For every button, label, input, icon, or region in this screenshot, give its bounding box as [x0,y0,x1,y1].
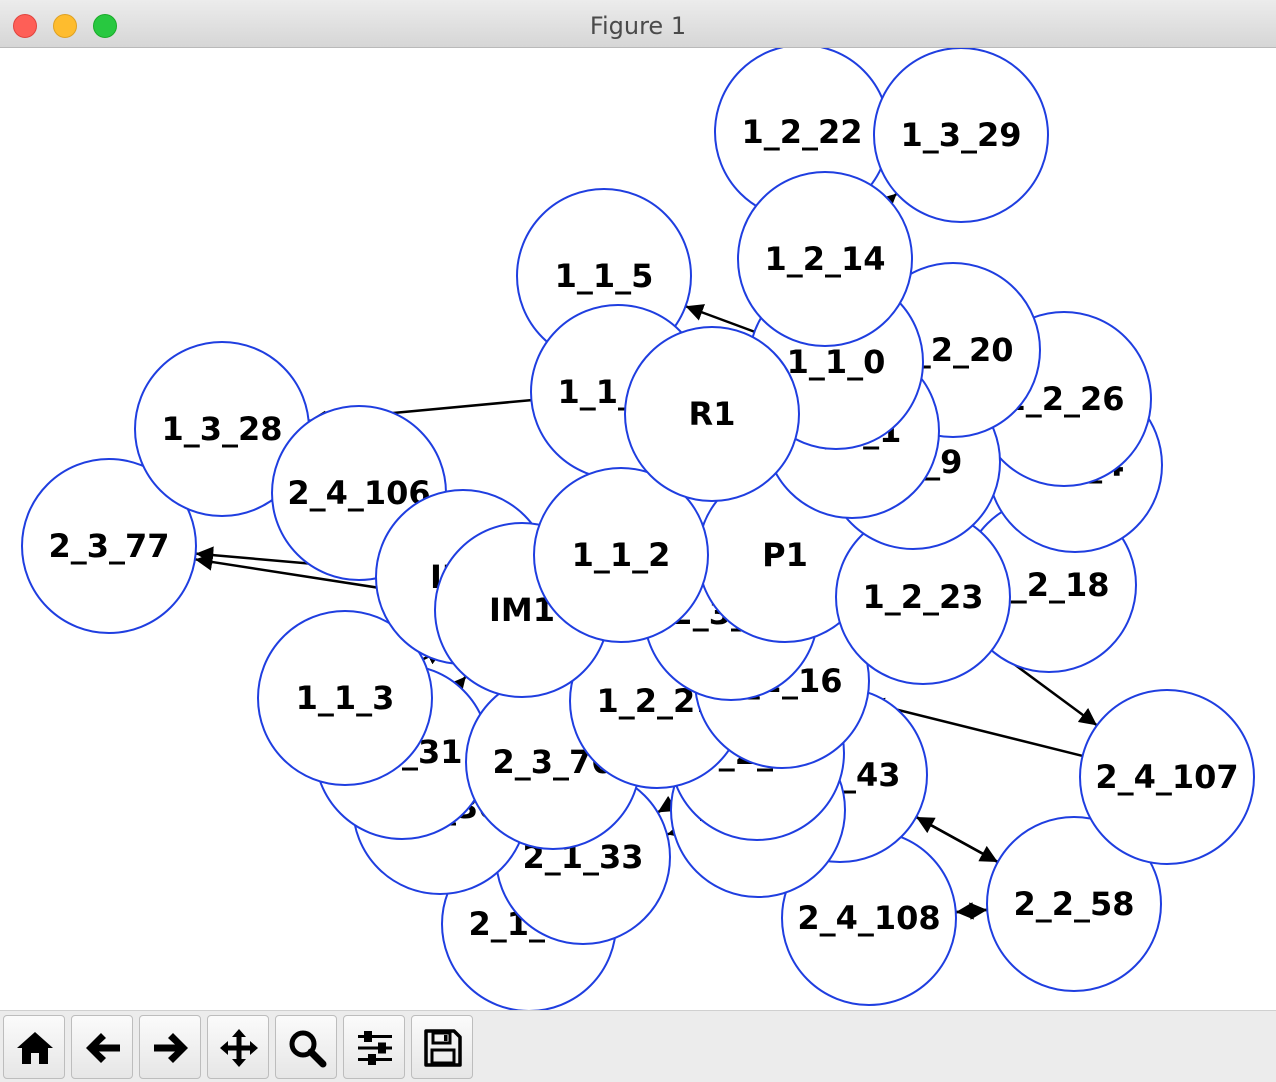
graph-node-2_4_108: 2_4_108 [781,830,957,1006]
home-button[interactable] [3,1015,65,1079]
zoom-button[interactable] [275,1015,337,1079]
graph-node-2_4_107: 2_4_107 [1079,689,1255,865]
configure-subplots-button[interactable] [343,1015,405,1079]
graph-node-2_3_77: 2_3_77 [21,458,197,634]
figure-canvas[interactable]: 2_2_582_4_1082_4_1072_2_432_2_682_2_672_… [0,48,1276,1010]
zoom-window-button[interactable] [93,14,117,38]
node-circle [737,171,913,347]
node-label: 2_3_77 [48,527,169,565]
node-label: 1_1_0 [787,343,886,381]
floppy-disk-icon [424,1029,462,1067]
home-icon [17,1032,53,1064]
graph-edge-2_2_58-to-2_2_43 [915,815,999,864]
graph-node-1_3_28: 1_3_28 [134,341,310,517]
graph-node-1_2_23: 1_2_23 [835,509,1011,685]
magnifier-icon [289,1030,327,1068]
node-label: 1_2_14 [764,240,885,278]
node-label: 1_1_2 [572,536,671,574]
graph-node-1_1_2: 1_1_2 [533,467,709,643]
network-graph[interactable]: 2_2_582_4_1082_4_1072_2_432_2_682_2_672_… [0,48,1276,1010]
node-circle [533,467,709,643]
node-label: P1 [762,536,808,574]
graph-edge-2_4_107-to-1_2_16 [866,697,1083,758]
node-label: 1_2_22 [741,113,862,151]
node-label: 1_1_5 [555,257,654,295]
node-circle [986,816,1162,992]
close-window-button[interactable] [13,14,37,38]
graph-node-1_1_3: 1_1_3 [257,610,433,786]
node-label: 1_2_23 [862,578,983,616]
pan-button[interactable] [207,1015,269,1079]
node-circle [873,48,1049,223]
graph-node-1_2_14: 1_2_14 [737,171,913,347]
navigation-toolbar [0,1010,1276,1082]
graph-edge-2_1_31-to-IM1 [447,675,467,696]
minimize-window-button[interactable] [53,14,77,38]
arrow-right-icon [154,1033,188,1063]
node-label: 2_4_108 [797,899,940,937]
graph-edge-2_2_58-to-2_4_108 [955,902,988,920]
nodes-layer: 2_2_582_4_1082_4_1072_2_432_2_682_2_672_… [21,48,1255,1010]
graph-edge-1_1_0-to-1_1_5 [685,304,755,333]
window-title: Figure 1 [589,12,687,40]
node-label: 1_1_3 [296,679,395,717]
node-circle [624,326,800,502]
node-circle [257,610,433,786]
node-label: 2_2_58 [1013,885,1134,923]
graph-edge-1_2_14-to-1_3_29 [877,192,898,212]
node-label: 2_4_106 [287,474,430,512]
move-icon [220,1029,258,1067]
node-label: 1_3_29 [900,116,1021,154]
graph-node-R1: R1 [624,326,800,502]
graph-node-1_3_29: 1_3_29 [873,48,1049,223]
graph-node-2_2_58: 2_2_58 [986,816,1162,992]
save-button[interactable] [411,1015,473,1079]
arrow-left-icon [86,1033,120,1063]
forward-button[interactable] [139,1015,201,1079]
sliders-icon [358,1031,392,1065]
node-label: 1_3_28 [161,410,282,448]
node-label: R1 [689,395,736,433]
node-label: 2_4_107 [1095,758,1238,796]
node-circle [21,458,197,634]
node-circle [1079,689,1255,865]
graph-edge-2_2_68-to-2_1_33 [666,821,687,839]
title-bar[interactable]: Figure 1 [0,0,1276,48]
back-button[interactable] [71,1015,133,1079]
